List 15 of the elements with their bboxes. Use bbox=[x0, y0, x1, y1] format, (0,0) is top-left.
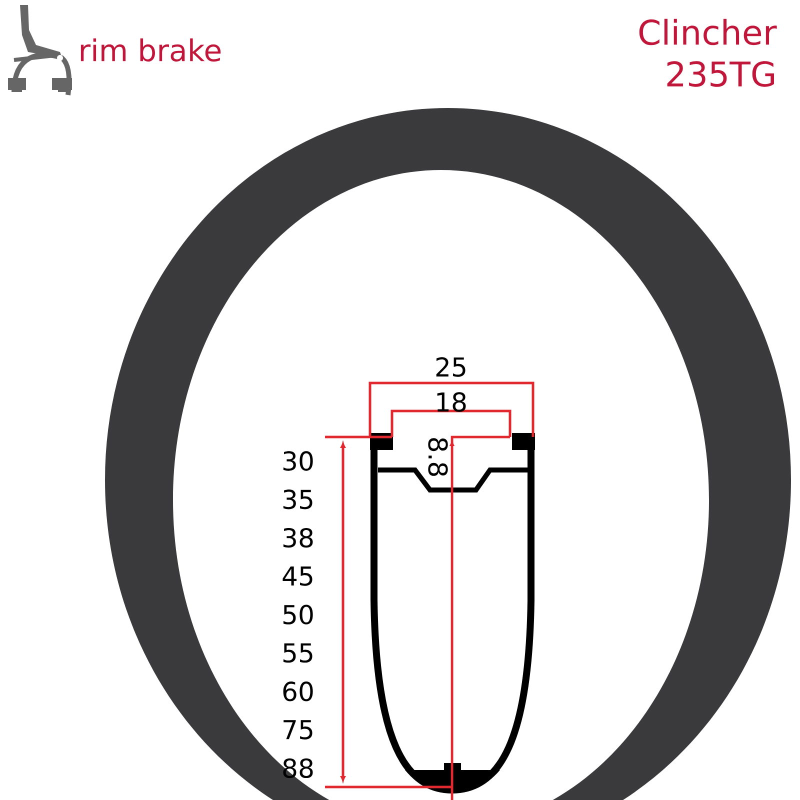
dimension-label: 25 bbox=[436, 357, 466, 377]
height-option-label: 30 bbox=[283, 451, 313, 471]
height-option-label: 45 bbox=[282, 566, 312, 586]
model-label: 235TG bbox=[667, 61, 774, 87]
dimension-label: 8.8 bbox=[428, 438, 448, 476]
height-option-label: 60 bbox=[283, 682, 313, 702]
height-option-label: 38 bbox=[283, 528, 313, 548]
height-option-label: 75 bbox=[284, 720, 312, 740]
height-option-label: 55 bbox=[283, 643, 312, 663]
dimension-label: 18 bbox=[437, 392, 466, 412]
height-option-label: 35 bbox=[283, 490, 312, 510]
brake-type-label: rim brake bbox=[80, 38, 221, 62]
title: Clincher bbox=[639, 18, 777, 46]
height-option-label: 50 bbox=[283, 604, 313, 624]
height-option-label: 88 bbox=[283, 758, 313, 778]
